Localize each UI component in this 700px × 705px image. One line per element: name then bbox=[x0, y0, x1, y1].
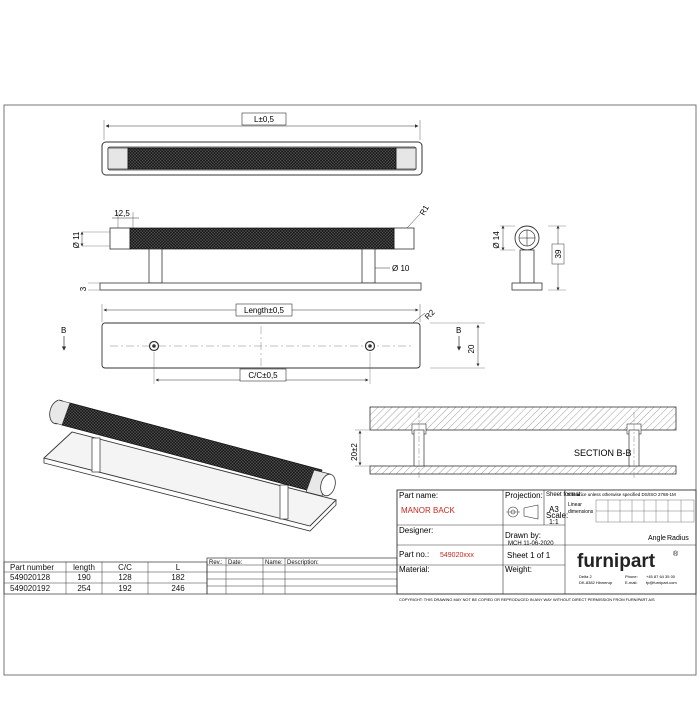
front-base-plate bbox=[99, 282, 422, 291]
isometric-view bbox=[43, 399, 337, 532]
parts-table: Part number length C/C L 549020128 190 1… bbox=[3, 561, 208, 595]
bar-end-dimension: 12,5 bbox=[114, 209, 130, 218]
plan-length-label: Length±0,5 bbox=[244, 306, 285, 315]
phone-value: +45 87 64 35 00 bbox=[646, 574, 676, 579]
parts-row-1-l: 182 bbox=[171, 573, 185, 582]
part-name-value: MANOR BACK bbox=[401, 506, 455, 515]
material-label: Material: bbox=[399, 565, 430, 574]
parts-row-2-cc: 192 bbox=[118, 584, 132, 593]
section-marker-right: B bbox=[456, 326, 461, 335]
side-post bbox=[519, 249, 535, 284]
section-height-label: 20±2 bbox=[350, 443, 359, 461]
parts-row-1-length: 190 bbox=[77, 573, 91, 582]
email-label: E-mail: bbox=[625, 580, 637, 585]
top-view: L±0,5 bbox=[101, 112, 423, 176]
section-top-board bbox=[369, 406, 677, 431]
side-diameter-label: Ø 14 bbox=[492, 231, 501, 249]
post-right bbox=[361, 248, 376, 284]
front-end-cap-right bbox=[393, 227, 415, 250]
drawn-by-label: Drawn by: bbox=[505, 531, 541, 540]
drawn-by-value: MCH 11-06-2020 bbox=[508, 541, 554, 547]
side-view: Ø 14 39 bbox=[492, 225, 566, 291]
sheet-format-value: A3 bbox=[549, 505, 559, 514]
scale-value: 1:1 bbox=[549, 519, 559, 526]
parts-row-2-length: 254 bbox=[77, 584, 91, 593]
parts-header-l: L bbox=[176, 563, 181, 572]
knurled-bar bbox=[127, 147, 397, 170]
brand-logo: furnipart bbox=[577, 551, 656, 572]
parts-row-1-part: 549020128 bbox=[10, 573, 51, 582]
parts-row-2-part: 549020192 bbox=[10, 584, 51, 593]
plan-view: Length±0,5 R2 C/C±0,5 20 B B bbox=[61, 303, 485, 384]
rev-header-description: Description: bbox=[287, 560, 319, 566]
copyright-notice: COPYRIGHT: THIS DRAWING MAY NOT BE COPIE… bbox=[399, 597, 655, 602]
top-length-label: L±0,5 bbox=[254, 115, 275, 124]
projection-symbol-icon bbox=[506, 504, 539, 520]
phone-label: Phone: bbox=[625, 574, 638, 579]
linear-label: Linear bbox=[568, 502, 582, 508]
scale-label: Scale: bbox=[546, 511, 568, 520]
section-marker-left: B bbox=[61, 326, 66, 335]
email-value: fp@furnipart.com bbox=[646, 580, 677, 585]
end-cap-left bbox=[107, 147, 129, 170]
drawing-border bbox=[3, 104, 697, 676]
parts-header-cc: C/C bbox=[118, 563, 132, 572]
front-end-cap-left bbox=[109, 227, 131, 250]
tolerance-title: Tolerance unless otherwise specified DS/… bbox=[567, 492, 676, 497]
angle-label: Angle bbox=[648, 535, 666, 542]
part-no-value: 549020xxx bbox=[440, 552, 474, 559]
sheet-format-label: Sheet format: bbox=[546, 492, 582, 498]
rev-header-name: Name: bbox=[265, 560, 283, 566]
brand-registered-mark: ® bbox=[673, 550, 679, 558]
parts-row-2-l: 246 bbox=[171, 584, 185, 593]
title-block: Part name: MANOR BACK Projection: Sheet … bbox=[396, 489, 697, 602]
section-title: SECTION B-B bbox=[574, 448, 632, 458]
side-height-label: 39 bbox=[554, 249, 563, 258]
projection-label: Projection: bbox=[505, 491, 543, 500]
iso-post-left bbox=[91, 437, 101, 473]
plan-cc-label: C/C±0,5 bbox=[248, 371, 278, 380]
part-name-label: Part name: bbox=[399, 491, 438, 500]
dimensions-label: dimensions bbox=[568, 509, 594, 515]
plan-radius-label: R2 bbox=[423, 307, 437, 321]
end-cap-right bbox=[395, 147, 417, 170]
section-bottom-board bbox=[369, 465, 677, 475]
tolerance-grid bbox=[595, 499, 695, 523]
weight-label: Weight: bbox=[505, 565, 532, 574]
designer-label: Designer: bbox=[399, 526, 433, 535]
sheet-count: Sheet 1 of 1 bbox=[507, 551, 551, 560]
bar-diameter-label: Ø 11 bbox=[72, 231, 81, 248]
section-bb: 20±2 SECTION B-B bbox=[350, 406, 677, 478]
parts-row-1-cc: 128 bbox=[118, 573, 132, 582]
address-line-1: Delta 2 bbox=[579, 574, 592, 579]
front-knurled-bar bbox=[129, 227, 395, 250]
front-view: 12,5 Ø 11 R1 Ø 10 3 bbox=[72, 203, 431, 291]
part-no-label: Part no.: bbox=[399, 550, 429, 559]
rev-header-date: Date: bbox=[228, 560, 243, 566]
post-diameter-label: Ø 10 bbox=[392, 264, 410, 273]
parts-header-length: length bbox=[73, 563, 95, 572]
radius-label: Radius bbox=[667, 535, 689, 542]
post-left bbox=[148, 248, 163, 284]
parts-header-part-number: Part number bbox=[10, 563, 54, 572]
revision-table: Rev.: Date: Name: Description: bbox=[206, 557, 398, 595]
rev-header-rev: Rev.: bbox=[209, 560, 223, 566]
address-line-2: DK-8382 Hinnerup bbox=[579, 580, 613, 585]
base-thickness-label: 3 bbox=[79, 286, 88, 291]
front-radius-label: R1 bbox=[418, 203, 431, 217]
plan-width-label: 20 bbox=[467, 344, 476, 353]
iso-post-right bbox=[279, 484, 289, 520]
